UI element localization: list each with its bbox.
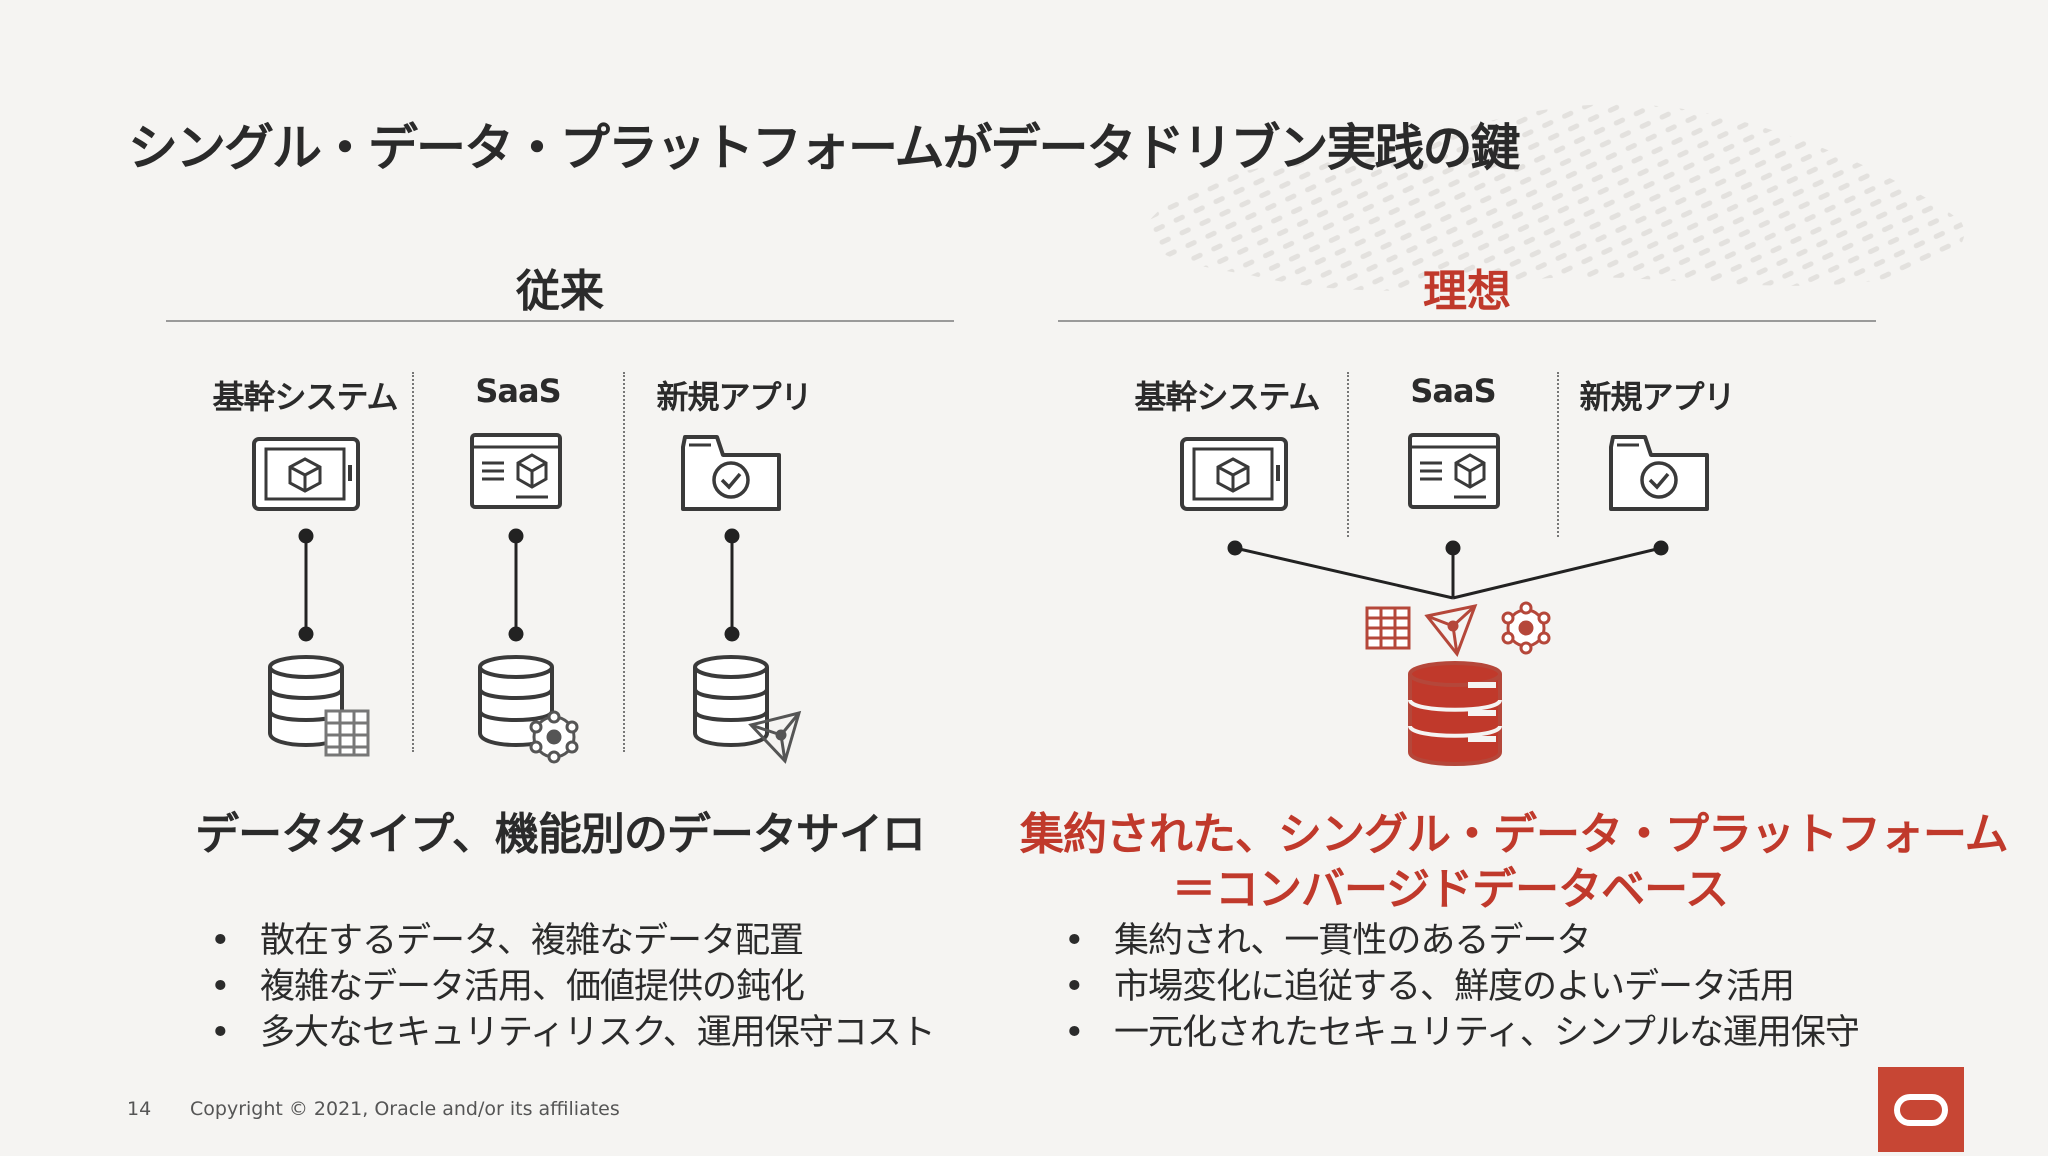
folder-check-icon <box>681 435 781 511</box>
page-title: シングル・データ・プラットフォームがデータドリブン実践の鍵 <box>128 119 1520 177</box>
graph-icon <box>1501 601 1551 655</box>
right-separator-2 <box>1557 372 1559 537</box>
spatial-icon <box>1424 603 1478 658</box>
monitor-cube-icon <box>1180 437 1288 511</box>
copyright: Copyright © 2021, Oracle and/or its affi… <box>190 1098 620 1120</box>
list-item: 市場変化に追従する、鮮度のよいデータ活用 <box>1064 964 1859 1010</box>
left-heading: 従来 <box>516 266 604 317</box>
right-source-label-newapp: 新規アプリ <box>1579 378 1735 416</box>
table-icon <box>1365 606 1411 650</box>
table-icon <box>324 709 370 757</box>
right-connectors <box>1227 540 1669 600</box>
left-source-label-saas: SaaS <box>475 372 561 410</box>
left-connectors <box>298 528 740 642</box>
right-source-label-saas: SaaS <box>1410 372 1496 410</box>
page-number: 14 <box>127 1098 152 1120</box>
decorative-texture <box>1146 104 1965 291</box>
left-source-label-newapp: 新規アプリ <box>656 378 812 416</box>
right-divider <box>1058 320 1876 322</box>
list-item: 散在するデータ、複雑なデータ配置 <box>210 918 935 964</box>
database-graph-icon <box>478 655 579 764</box>
right-caption-line2: ＝コンバージドデータベース <box>1172 864 1729 915</box>
database-icon <box>268 655 370 757</box>
left-separator-1 <box>412 372 414 752</box>
list-item: 一元化されたセキュリティ、シンプルな運用保守 <box>1064 1010 1860 1056</box>
left-separator-2 <box>623 372 625 752</box>
list-item: 複雑なデータ活用、価値提供の鈍化 <box>210 964 935 1010</box>
left-divider <box>166 320 954 322</box>
saas-window-icon <box>470 433 562 509</box>
list-item: 集約され、一貫性のあるデータ <box>1064 918 1859 964</box>
left-bullet-list: 散在するデータ、複雑なデータ配置 複雑なデータ活用、価値提供の鈍化 多大なセキュ… <box>210 918 936 1056</box>
converged-database-icon <box>1408 661 1502 766</box>
left-source-label-core: 基幹システム <box>212 378 398 416</box>
right-bullet-list: 集約され、一貫性のあるデータ 市場変化に追従する、鮮度のよいデータ活用 一元化さ… <box>1064 918 1860 1056</box>
saas-window-icon <box>1408 433 1500 509</box>
right-separator-1 <box>1347 372 1349 537</box>
right-source-label-core: 基幹システム <box>1134 378 1320 416</box>
right-caption-line1: 集約された、シングル・データ・プラットフォーム <box>1020 809 2009 860</box>
database-spatial-icon <box>693 655 802 764</box>
list-item: 多大なセキュリティリスク、運用保守コスト <box>210 1010 936 1056</box>
left-caption: データタイプ、機能別のデータサイロ <box>195 809 926 860</box>
monitor-cube-icon <box>252 437 360 511</box>
right-heading: 理想 <box>1423 266 1511 317</box>
folder-check-icon <box>1609 435 1709 511</box>
oracle-logo-icon <box>1878 1067 1964 1152</box>
